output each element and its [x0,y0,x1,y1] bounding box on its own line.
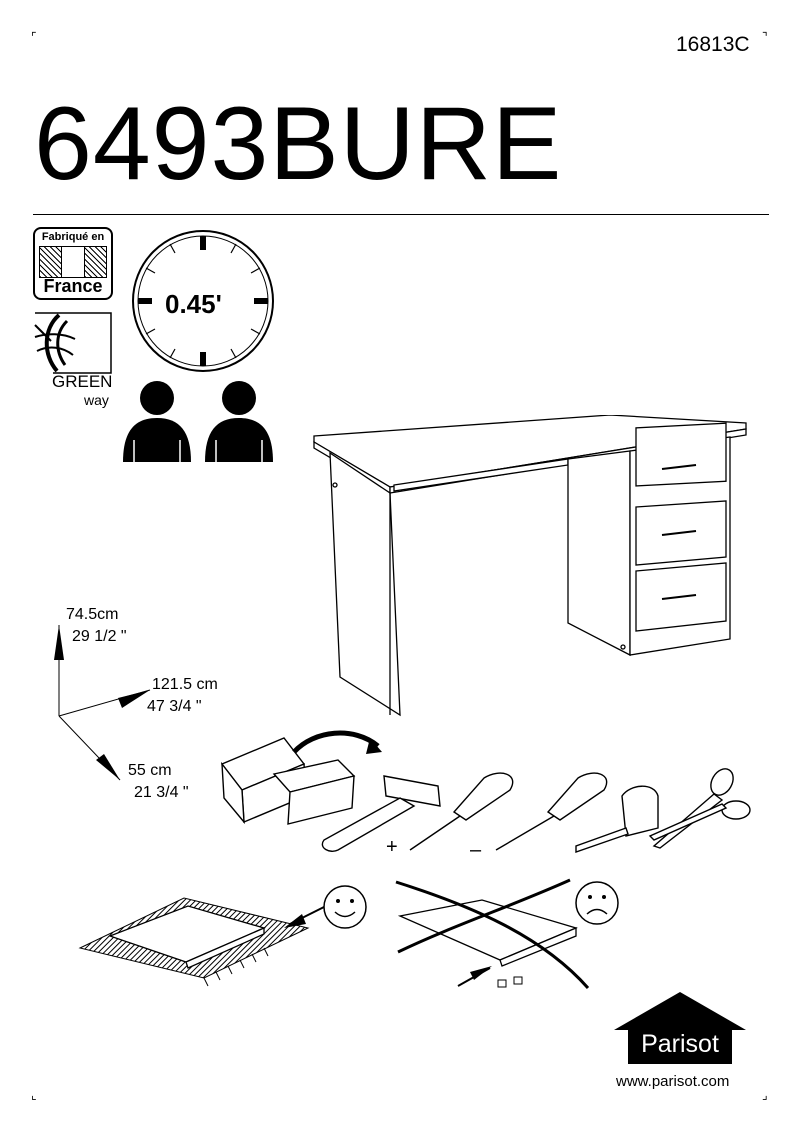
reference-number: 16813C [676,33,750,56]
toolbox-icon [220,737,356,825]
website-url: www.parisot.com [616,1073,730,1090]
crop-mark-bottom-right: ⌟ [762,1088,768,1102]
way-label: way [84,392,109,408]
arrow-icon [292,730,380,754]
plus-sign: + [386,836,398,858]
flag-icon [39,246,107,278]
made-in-country: France [43,276,103,296]
width-imperial: 47 3/4 " [147,698,202,715]
width-metric: 121.5 cm [152,676,218,693]
hammer-icon [321,775,441,852]
parisot-logo-icon: Parisot [614,992,746,1064]
green-label: GREEN [52,372,113,391]
height-imperial: 29 1/2 " [72,628,127,645]
green-way-logo-icon [34,312,112,374]
brand-name: Parisot [641,1030,719,1058]
crop-mark-top-left: ⌜ [31,30,37,44]
header-divider [33,214,769,215]
made-in-label: Fabriqué en [41,231,105,243]
incorrect-work-surface-illustration [395,878,590,989]
height-metric: 74.5cm [66,606,119,623]
desk-illustration [313,415,747,717]
phillips-screwdriver-icon [409,772,514,851]
flat-screwdriver-icon [495,772,608,851]
tools-row: + – [220,730,751,860]
assembly-time-clock-icon [132,230,274,372]
made-in-france-badge: Fabriqué en France [33,227,113,300]
assembly-time-value: 0.45' [165,289,222,319]
crop-mark-top-right: ⌝ [762,30,768,44]
crop-mark-bottom-left: ⌞ [31,1088,37,1102]
two-persons-icon [123,381,273,462]
correct-work-surface-illustration [78,897,327,987]
smiley-face-icon [323,885,367,929]
sad-face-icon [575,881,619,925]
minus-sign: – [470,839,482,860]
depth-metric: 55 cm [128,762,172,779]
product-code-title: 6493BURE [34,86,563,202]
tape-measure-icon [575,785,659,853]
scissors-icon [648,768,751,849]
dimension-axes-icon [54,625,151,781]
depth-imperial: 21 3/4 " [134,784,189,801]
